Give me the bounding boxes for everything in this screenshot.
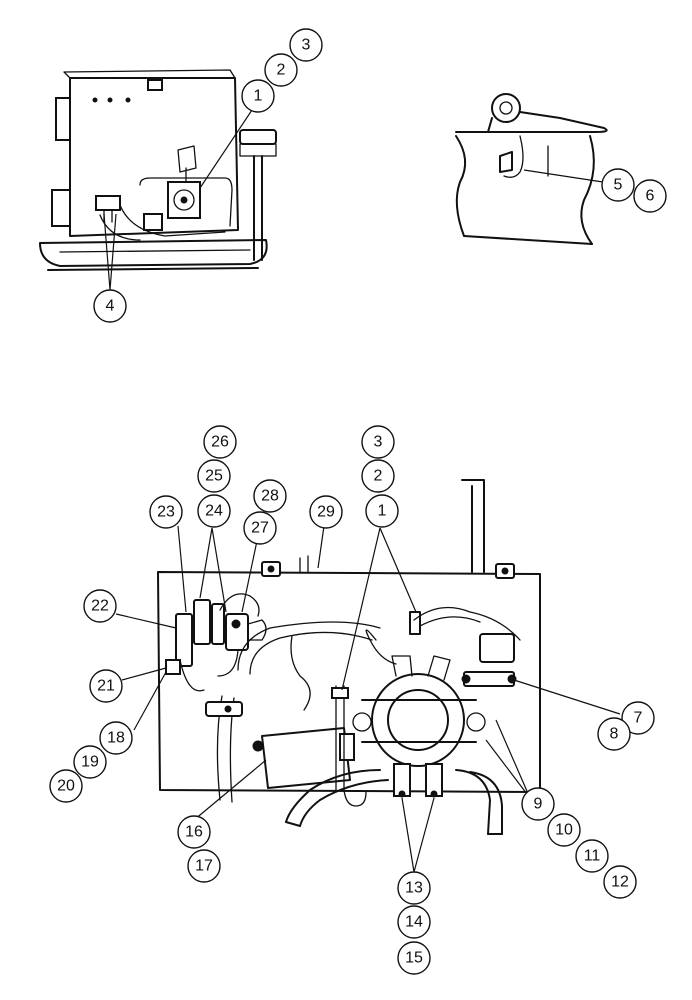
- svg-text:24: 24: [205, 503, 223, 520]
- svg-text:17: 17: [195, 858, 213, 875]
- callout-14: 14: [397, 905, 431, 939]
- svg-text:3: 3: [374, 434, 383, 451]
- svg-text:28: 28: [261, 488, 279, 505]
- callout-10: 10: [547, 813, 581, 847]
- svg-text:9: 9: [534, 796, 543, 813]
- svg-text:4: 4: [106, 298, 115, 315]
- callout-4: 4: [93, 289, 127, 323]
- svg-text:26: 26: [211, 434, 229, 451]
- callout-21: 21: [89, 669, 123, 703]
- svg-text:23: 23: [157, 504, 175, 521]
- callout-8: 8: [597, 717, 631, 751]
- svg-text:19: 19: [81, 754, 99, 771]
- svg-text:5: 5: [614, 177, 623, 194]
- leader-lines: [103, 103, 621, 873]
- svg-text:1: 1: [378, 503, 387, 520]
- callout-19: 19: [73, 745, 107, 779]
- svg-text:12: 12: [611, 874, 629, 891]
- callout-23: 23: [149, 495, 183, 529]
- svg-text:10: 10: [555, 822, 573, 839]
- svg-text:29: 29: [317, 504, 335, 521]
- callout-20: 20: [49, 769, 83, 803]
- svg-text:8: 8: [610, 726, 619, 743]
- callout-29: 29: [309, 495, 343, 529]
- svg-text:21: 21: [97, 678, 115, 695]
- svg-text:3: 3: [302, 37, 311, 54]
- callout-26: 26: [203, 425, 237, 459]
- callout-16: 16: [177, 815, 211, 849]
- callout-9: 9: [521, 787, 555, 821]
- callout-7: 7: [621, 701, 655, 735]
- svg-text:6: 6: [646, 188, 655, 205]
- callout-25: 25: [197, 459, 231, 493]
- callout-18: 18: [99, 721, 133, 755]
- callout-15: 15: [397, 941, 431, 975]
- callout-28: 28: [253, 479, 287, 513]
- svg-text:11: 11: [584, 848, 601, 865]
- callout-3-top: 3: [289, 28, 323, 62]
- callout-17: 17: [187, 849, 221, 883]
- callout-24: 24: [197, 494, 231, 528]
- callout-11: 11: [575, 839, 609, 873]
- callout-22: 22: [83, 589, 117, 623]
- svg-text:7: 7: [634, 710, 643, 727]
- svg-text:25: 25: [205, 468, 223, 485]
- callout-13: 13: [397, 871, 431, 905]
- svg-text:27: 27: [251, 520, 269, 537]
- svg-text:2: 2: [277, 62, 286, 79]
- callout-6: 6: [633, 179, 667, 213]
- bracket-detail: [455, 93, 608, 245]
- callout-27: 27: [243, 511, 277, 545]
- callout-1-top: 1: [241, 79, 275, 113]
- callout-2-top: 2: [264, 53, 298, 87]
- svg-text:13: 13: [405, 880, 423, 897]
- callout-12: 12: [603, 865, 637, 899]
- svg-text:14: 14: [405, 914, 423, 931]
- svg-text:15: 15: [405, 950, 423, 967]
- svg-text:16: 16: [185, 824, 203, 841]
- svg-text:2: 2: [374, 468, 383, 485]
- callouts: 3 2 1 4 5 6 26 25 24 23 28 27 29 22 21 1…: [49, 28, 667, 975]
- svg-text:1: 1: [254, 88, 263, 105]
- callout-1: 1: [365, 494, 399, 528]
- callout-3: 3: [361, 425, 395, 459]
- svg-text:22: 22: [91, 598, 109, 615]
- overview-assembly: [39, 69, 277, 271]
- main-panel-assembly: [157, 479, 541, 835]
- callout-2: 2: [361, 459, 395, 493]
- callout-5: 5: [601, 168, 635, 202]
- svg-text:20: 20: [57, 778, 75, 795]
- svg-text:18: 18: [107, 730, 125, 747]
